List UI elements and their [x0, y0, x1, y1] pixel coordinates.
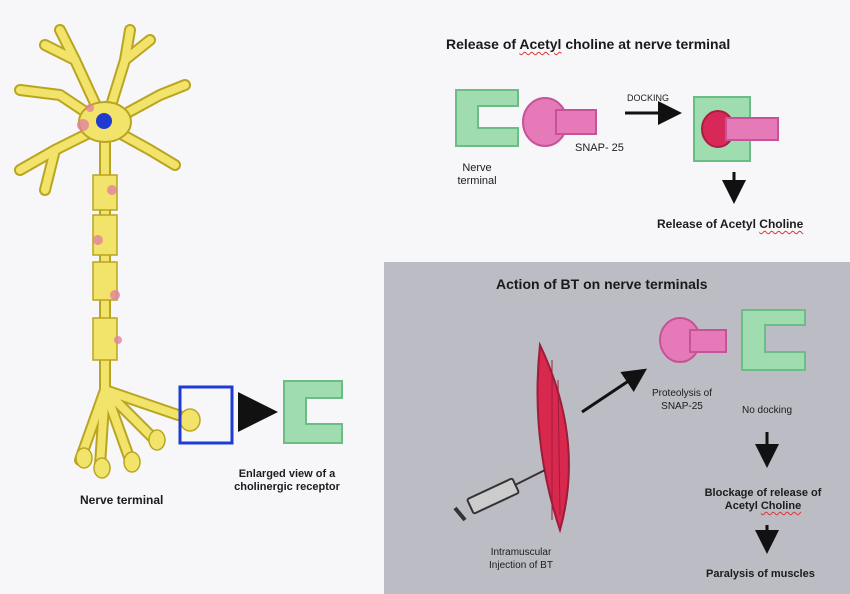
- myelin-sheath: [92, 174, 118, 361]
- enlarged-caption-line2: cholinergic receptor: [234, 481, 340, 493]
- injection-line1: Intramuscular: [490, 547, 552, 558]
- proteolysis-arrow: [581, 368, 647, 414]
- nerve-terminal-label: Nerve terminal: [80, 493, 164, 507]
- nerve-terminal-caption-line2: terminal: [457, 175, 497, 187]
- pink-spots: [77, 104, 122, 344]
- nerve-terminal-caption-line1: Nerve: [462, 162, 492, 174]
- paralysis-label: Paralysis of muscles: [706, 568, 815, 580]
- bt-nerve-terminal-shape: [741, 309, 806, 371]
- release-panel-title: Release of Acetyl choline at nerve termi…: [446, 36, 731, 52]
- snap25-label: SNAP- 25: [575, 142, 624, 154]
- proteolysis-line1: Proteolysis of: [651, 388, 713, 399]
- injection-label: Intramuscular Injection of BT: [476, 546, 566, 572]
- cleaved-snap25-shape: [659, 317, 727, 363]
- receptor-highlight-box: [178, 385, 234, 445]
- release-result-label: Release of Acetyl Choline: [657, 217, 804, 231]
- blockage-line2: Acetyl Choline: [724, 500, 802, 512]
- enlarged-caption: Enlarged view of a cholinergic receptor: [216, 468, 358, 494]
- bt-panel-title: Action of BT on nerve terminals: [496, 276, 708, 292]
- docked-complex: [693, 96, 779, 162]
- terminal-bulbs: [75, 408, 201, 479]
- docking-label: DOCKING: [627, 93, 670, 103]
- proteolysis-line2: SNAP-25: [661, 401, 703, 412]
- blockage-label: Blockage of release of Acetyl Choline: [688, 487, 838, 513]
- enlarged-caption-line1: Enlarged view of a: [238, 468, 336, 480]
- syringe-icon: [453, 469, 546, 522]
- proteolysis-label: Proteolysis of SNAP-25: [640, 387, 724, 413]
- nerve-terminal-shape: [455, 89, 519, 147]
- muscle-shape: [536, 341, 570, 534]
- nucleus: [96, 113, 112, 129]
- injection-line2: Injection of BT: [489, 560, 553, 571]
- no-docking-label: No docking: [742, 405, 793, 416]
- snap25-shape: [522, 97, 597, 147]
- nerve-terminal-caption: Nerve terminal: [452, 162, 502, 188]
- enlarged-receptor-shape: [283, 380, 343, 444]
- blockage-line1: Blockage of release of: [704, 487, 822, 499]
